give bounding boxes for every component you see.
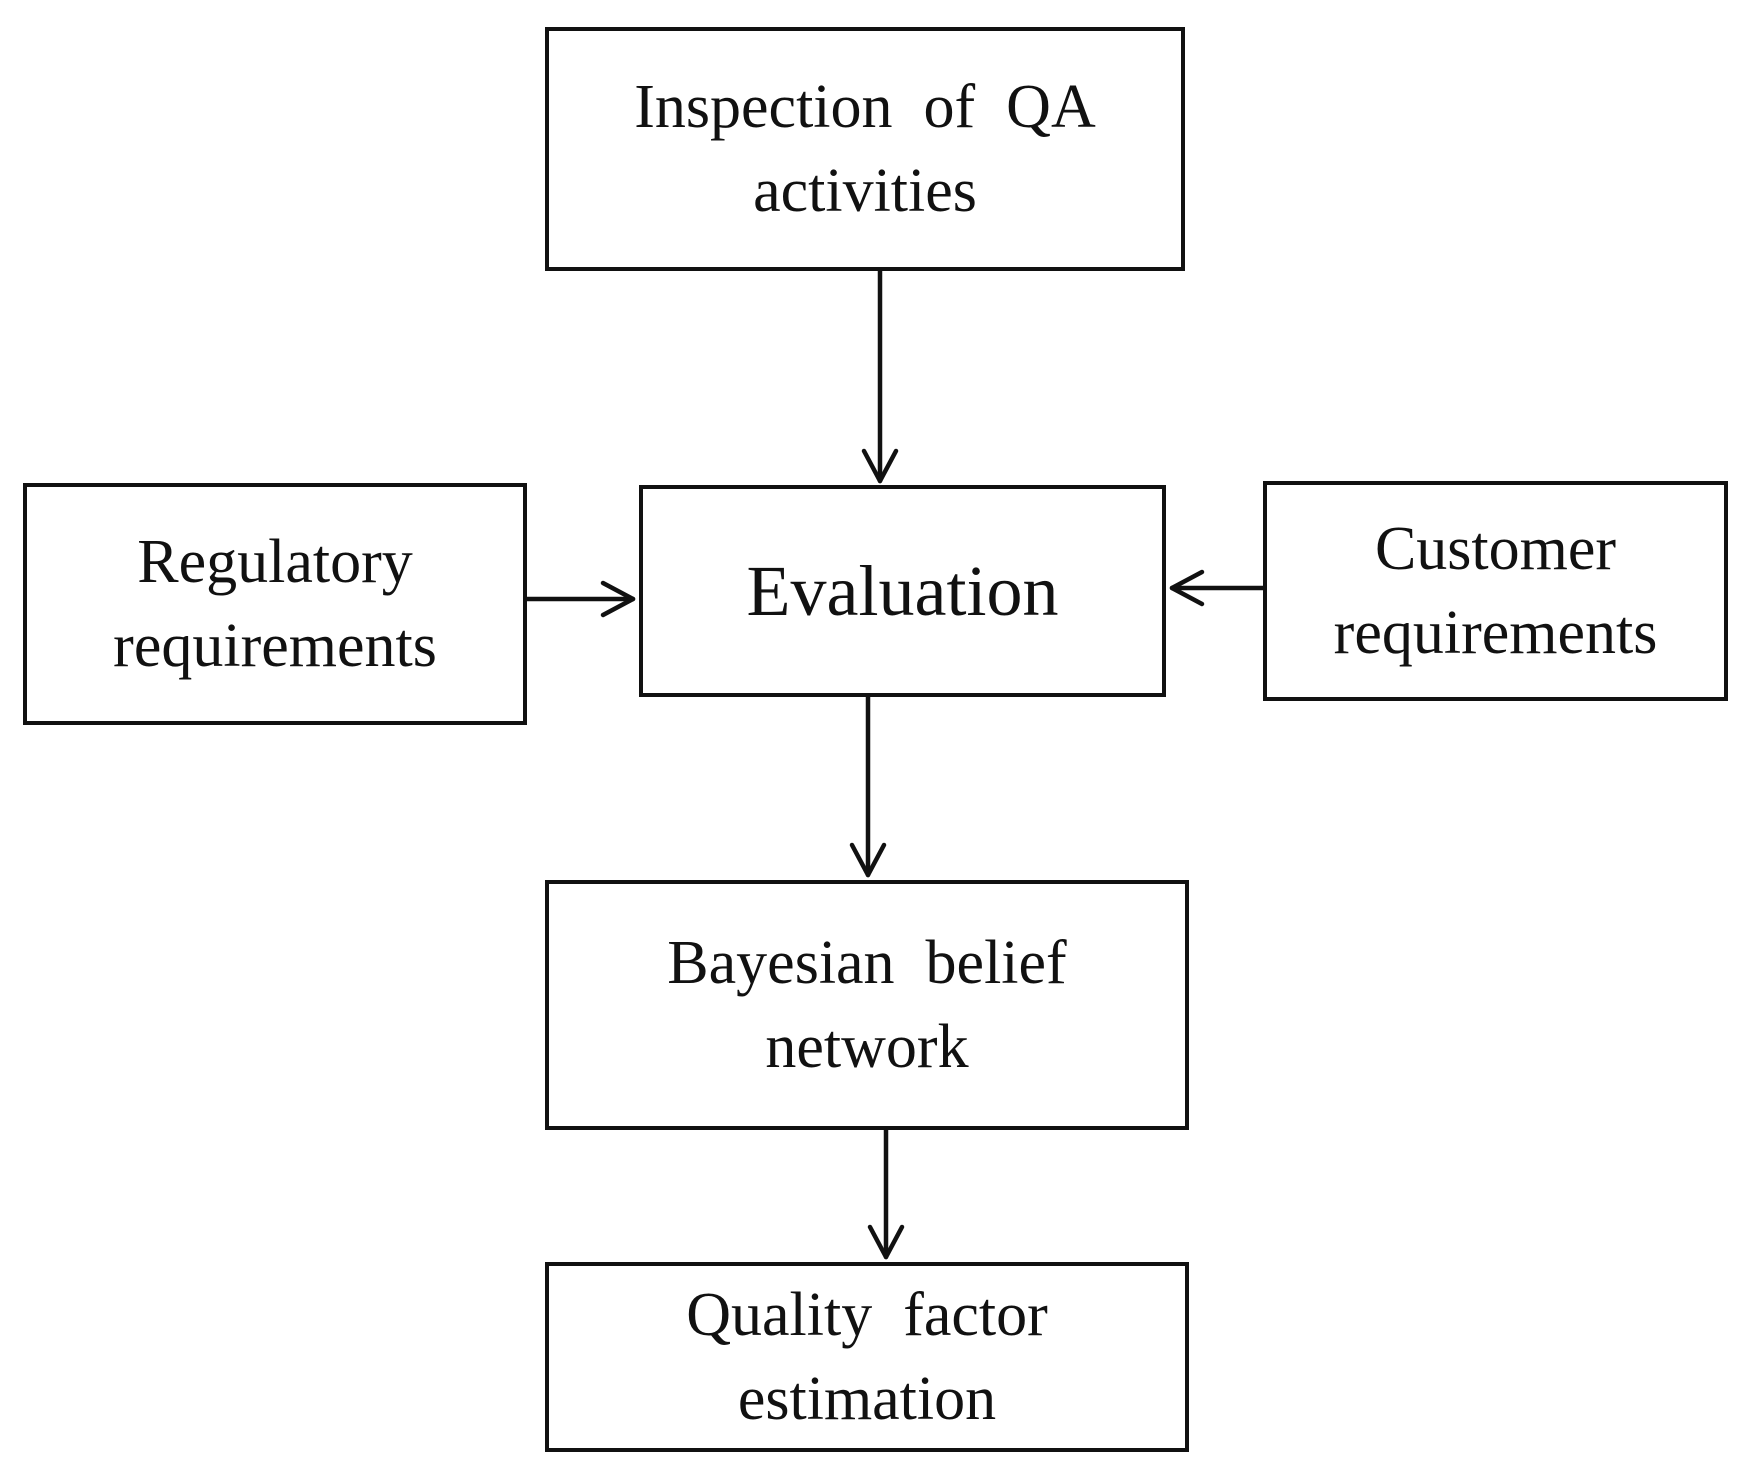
node-label-line: requirements (113, 612, 437, 680)
node-label-line: Regulatory (137, 528, 413, 596)
node-customer-requirements: Customer requirements (1263, 481, 1728, 701)
node-label-line: Evaluation (746, 551, 1059, 631)
edge-regulatory-to-evaluation (524, 580, 636, 618)
node-label-line: estimation (737, 1365, 997, 1433)
edge-inspection-to-evaluation (861, 268, 899, 484)
node-label-line: Inspection of QA (634, 73, 1096, 141)
node-label-line: Quality factor (686, 1281, 1048, 1349)
node-label-line: activities (753, 157, 977, 225)
node-label-line: Bayesian belief (667, 929, 1067, 997)
node-inspection-of-qa-activities: Inspection of QA activities (545, 27, 1185, 271)
node-evaluation: Evaluation (639, 485, 1166, 697)
node-regulatory-requirements: Regulatory requirements (23, 483, 527, 725)
node-bayesian-belief-network: Bayesian belief network (545, 880, 1189, 1130)
node-quality-factor-estimation: Quality factor estimation (545, 1262, 1189, 1452)
edge-customer-to-evaluation (1169, 569, 1266, 607)
edge-evaluation-to-bayesian (849, 694, 887, 878)
edge-bayesian-to-quality (867, 1127, 905, 1260)
node-label-line: Customer (1374, 515, 1617, 583)
node-label-line: requirements (1333, 599, 1658, 667)
node-label-line: network (765, 1013, 969, 1081)
